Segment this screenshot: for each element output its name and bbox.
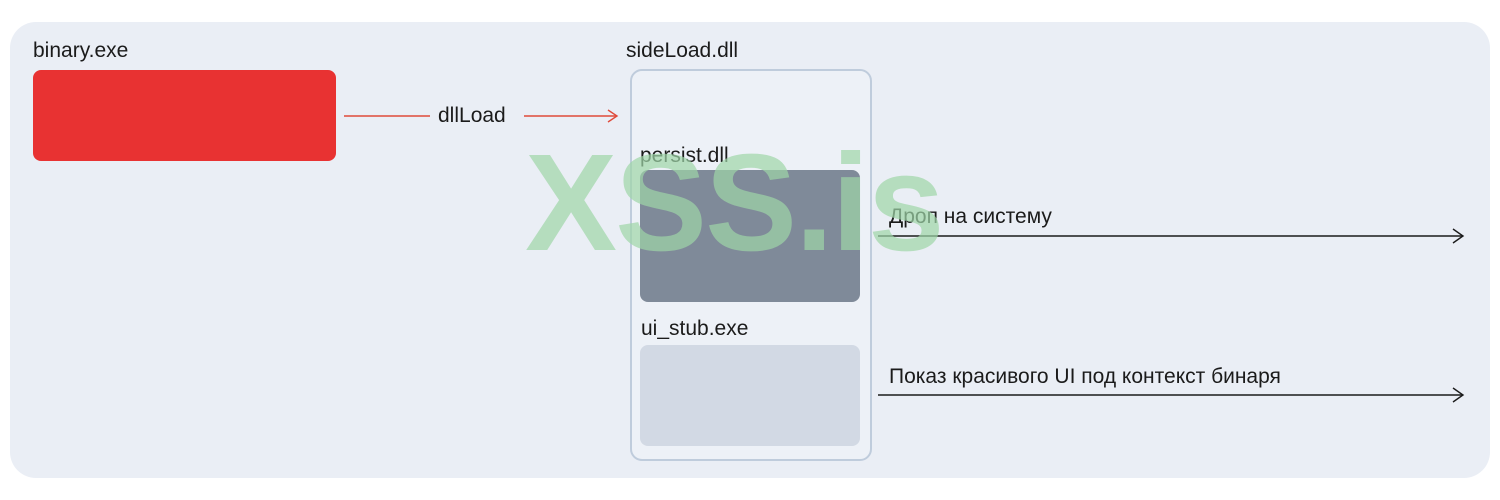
connector-arrows [344, 109, 1465, 403]
ui-stub-exe-label: ui_stub.exe [641, 317, 749, 340]
persist-dll-label: persist.dll [640, 144, 729, 167]
arrow-right-icon [607, 109, 619, 123]
show-ui-label: Показ красивого UI под контекст бинаря [889, 365, 1281, 388]
xss-watermark: XSS.is [525, 126, 945, 280]
arrow-right-icon [1452, 228, 1465, 244]
ui-stub-exe-box [640, 345, 860, 446]
arrow-right-icon [1452, 387, 1465, 403]
drop-label: Дроп на систему [889, 205, 1052, 228]
persist-dll-box [640, 170, 860, 302]
binary-exe-box [33, 70, 336, 161]
binary-exe-label: binary.exe [33, 39, 129, 62]
dllload-label: dllLoad [438, 104, 506, 127]
diagram-canvas: binary.exe sideLoad.dll persist.dll ui_s… [10, 22, 1490, 478]
sideload-dll-label: sideLoad.dll [626, 39, 739, 62]
